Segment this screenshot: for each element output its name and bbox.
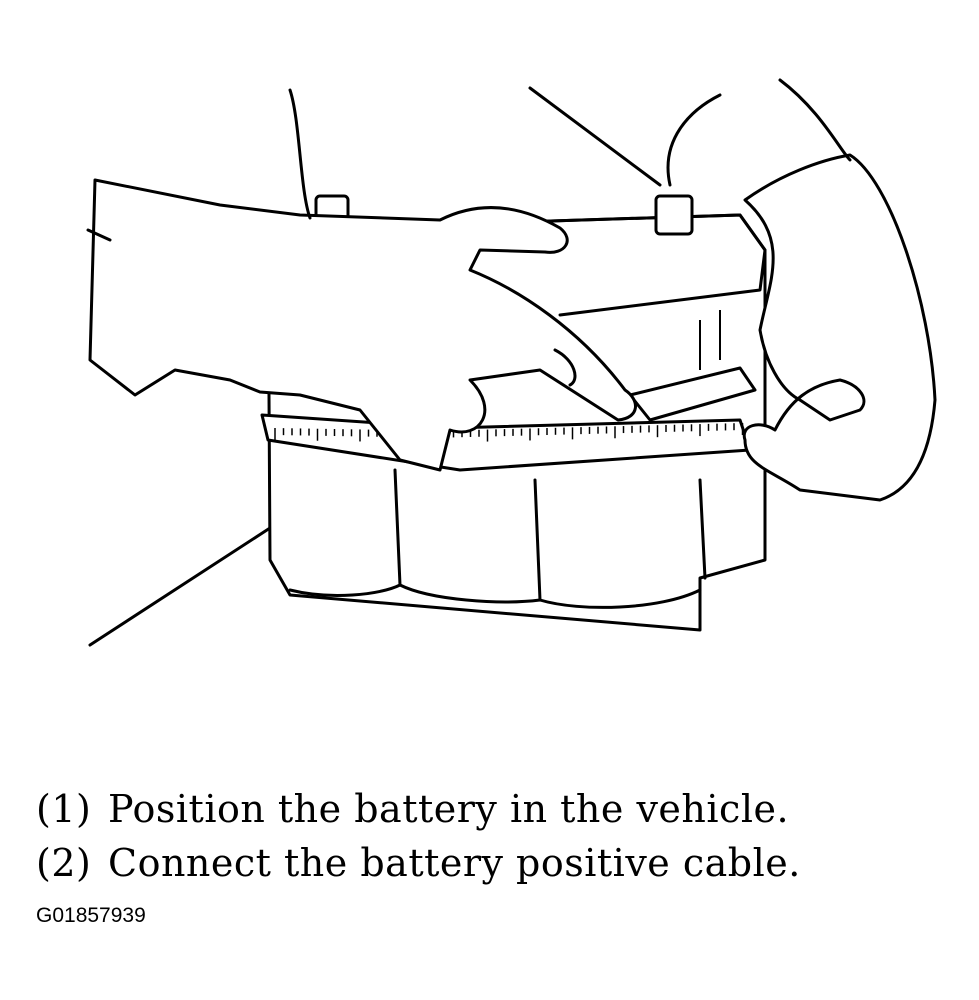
- cable-lead: [666, 93, 722, 187]
- battery-measurement-illustration: [86, 78, 937, 647]
- right-hand: [742, 78, 937, 502]
- instruction-steps: (1)Position the battery in the vehicle. …: [36, 782, 801, 890]
- step-2-number: (2): [36, 841, 92, 885]
- left-hand: [86, 88, 637, 472]
- step-1: (1) Position the battery in the vehicle.: [36, 782, 801, 836]
- step-2: (2) Connect the battery positive cable.: [36, 836, 801, 890]
- step-1-number: (1): [36, 787, 92, 831]
- step-2-text: Connect the battery positive cable.: [108, 841, 801, 885]
- table-edge-line: [88, 526, 272, 647]
- positive-cable: [528, 86, 662, 187]
- step-1-text: Position the battery in the vehicle.: [108, 787, 790, 831]
- figure-id: G01857939: [36, 904, 146, 927]
- positive-terminal: [654, 194, 694, 236]
